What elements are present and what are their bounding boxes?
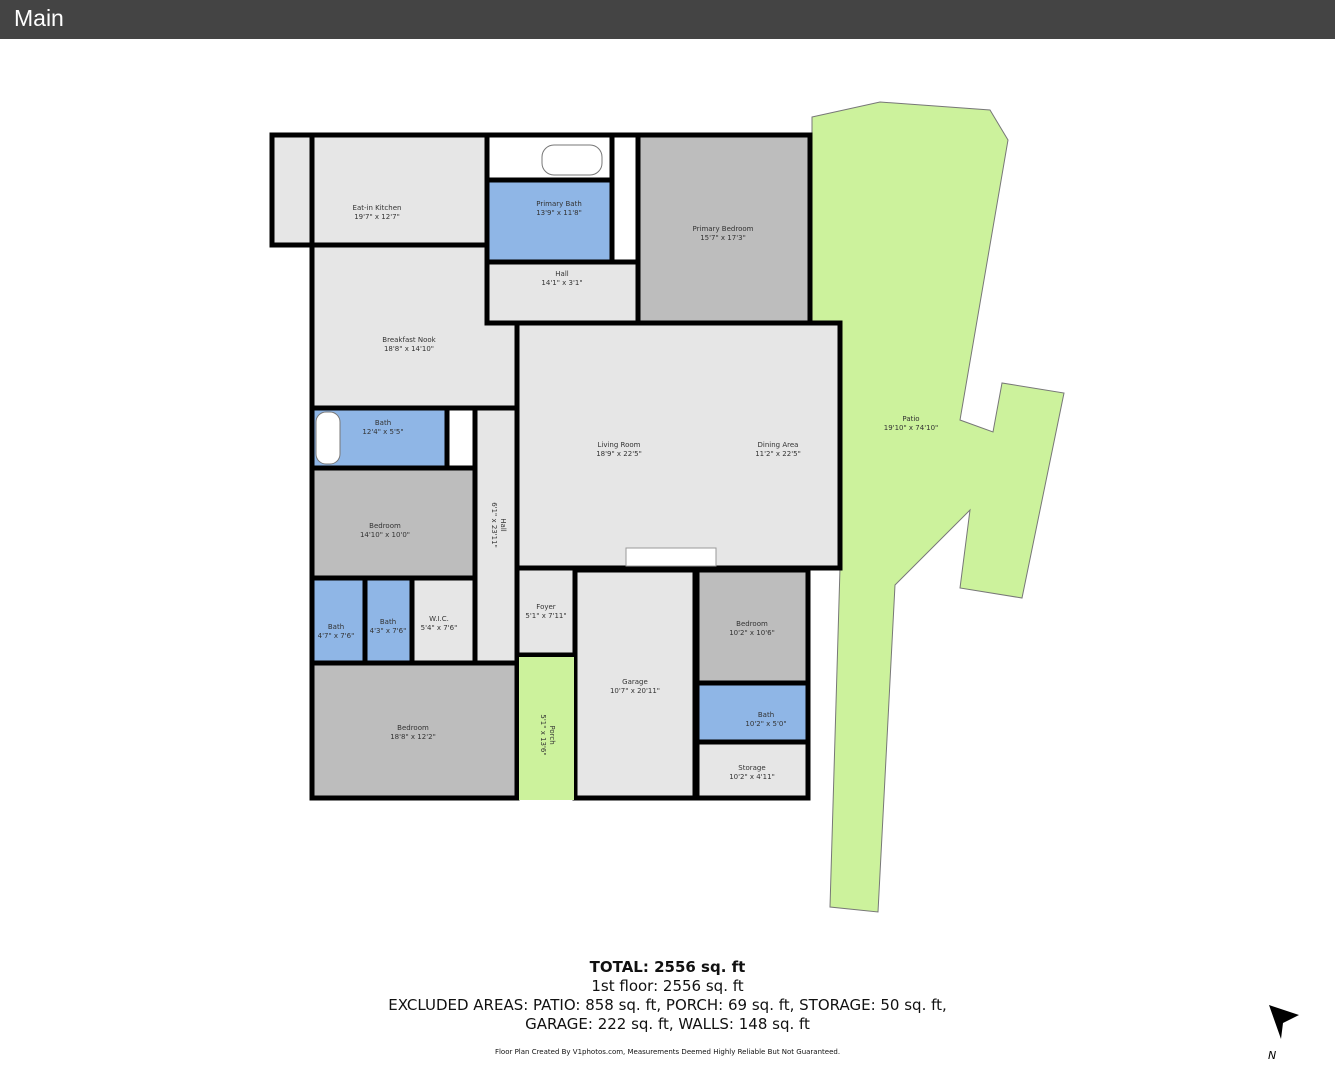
- dims-bedroom-a: 14'10" x 10'0": [360, 531, 410, 539]
- dims-bath-b: 4'7" x 7'6": [318, 632, 355, 640]
- dims-wic: 5'4" x 7'6": [421, 624, 458, 632]
- fireplace: [625, 547, 717, 567]
- label-living: Living Room: [598, 441, 641, 449]
- label-patio: Patio: [902, 415, 919, 423]
- floor-title: Main: [14, 5, 64, 31]
- dims-garage: 10'7" x 20'11": [610, 687, 660, 695]
- dims-storage: 10'2" x 4'11": [729, 773, 775, 781]
- room-primary-bedroom: [635, 132, 813, 326]
- label-bath-c: Bath: [380, 618, 396, 626]
- dims-nook: 18'8" x 14'10": [384, 345, 434, 353]
- credit-text: Floor Plan Created By V1photos.com, Meas…: [494, 1048, 841, 1056]
- header-bar: Main: [0, 0, 1335, 39]
- floor-area: 1st floor: 2556 sq. ft: [591, 977, 744, 995]
- excluded-areas-line1: EXCLUDED AREAS: PATIO: 858 sq. ft, PORCH…: [388, 996, 947, 1014]
- dims-hall-top: 14'1" x 3'1": [541, 279, 582, 287]
- room-foyer: [514, 565, 578, 658]
- label-porch: Porch: [548, 725, 556, 744]
- room-porch: [519, 657, 574, 800]
- label-primary-bedroom: Primary Bedroom: [693, 225, 754, 233]
- label-garage: Garage: [622, 678, 648, 686]
- label-storage: Storage: [738, 764, 765, 772]
- room-garage: [572, 567, 698, 801]
- bathtub-icon: [315, 411, 341, 465]
- room-bath-d: [694, 680, 811, 745]
- dims-patio: 19'10" x 74'10": [884, 424, 939, 432]
- label-bath-a: Bath: [375, 419, 391, 427]
- room-bath-b: [309, 575, 368, 666]
- room-storage: [694, 739, 811, 801]
- label-bath-b: Bath: [328, 623, 344, 631]
- label-kitchen: Eat-in Kitchen: [353, 204, 402, 212]
- dims-foyer: 5'1" x 7'11": [525, 612, 566, 620]
- room-bedroom-b: [309, 660, 520, 801]
- label-primary-bath: Primary Bath: [536, 200, 582, 208]
- label-hall-top: Hall: [555, 270, 568, 278]
- dims-bath-c: 4'3" x 7'6": [370, 627, 407, 635]
- label-bedroom-a: Bedroom: [369, 522, 401, 530]
- dims-primary-bedroom: 15'7" x 17'3": [700, 234, 746, 242]
- dims-bedroom-c: 10'2" x 10'6": [729, 629, 775, 637]
- vanity: [609, 132, 641, 265]
- dims-porch: 5'1" x 13'6": [539, 714, 547, 755]
- room-primary-bath: [484, 177, 615, 265]
- label-bedroom-c: Bedroom: [736, 620, 768, 628]
- room-bedroom-c: [694, 567, 811, 686]
- dims-living: 18'9" x 22'5": [596, 450, 642, 458]
- bathtub-icon: [541, 144, 603, 176]
- room-labels: Eat-in Kitchen 19'7" x 12'7" Primary Bat…: [318, 200, 939, 781]
- dims-bath-d: 10'2" x 5'0": [745, 720, 786, 728]
- room-hall-vertical: [472, 405, 520, 666]
- room-bedroom-a: [309, 465, 478, 581]
- label-hall-vertical: Hall: [499, 518, 507, 531]
- label-bedroom-b: Bedroom: [397, 724, 429, 732]
- dims-hall-vertical: 6'1" x 23'11": [490, 502, 498, 548]
- kitchen-nook-bump: [269, 132, 317, 248]
- dims-kitchen: 19'7" x 12'7": [354, 213, 400, 221]
- room-kitchen: [309, 132, 490, 248]
- north-arrow-icon: N: [1265, 1005, 1305, 1069]
- label-wic: W.I.C.: [429, 615, 449, 623]
- label-dining: Dining Area: [758, 441, 799, 449]
- dims-bedroom-b: 18'8" x 12'2": [390, 733, 436, 741]
- label-nook: Breakfast Nook: [382, 336, 436, 344]
- dims-primary-bath: 13'9" x 11'8": [536, 209, 582, 217]
- patio-area: [811, 101, 1065, 913]
- room-living-dining: [514, 320, 843, 571]
- label-bath-d: Bath: [758, 711, 774, 719]
- dims-dining: 11'2" x 22'5": [755, 450, 801, 458]
- area-summary: 1st floor: 2556 sq. ft EXCLUDED AREAS: P…: [0, 977, 1335, 1034]
- excluded-areas-line2: GARAGE: 222 sq. ft, WALLS: 148 sq. ft: [525, 1015, 810, 1033]
- room-wic: [409, 575, 478, 666]
- north-label: N: [1268, 1049, 1277, 1062]
- total-area: TOTAL: 2556 sq. ft: [589, 958, 746, 976]
- label-foyer: Foyer: [536, 603, 556, 611]
- dims-bath-a: 12'4" x 5'5": [362, 428, 403, 436]
